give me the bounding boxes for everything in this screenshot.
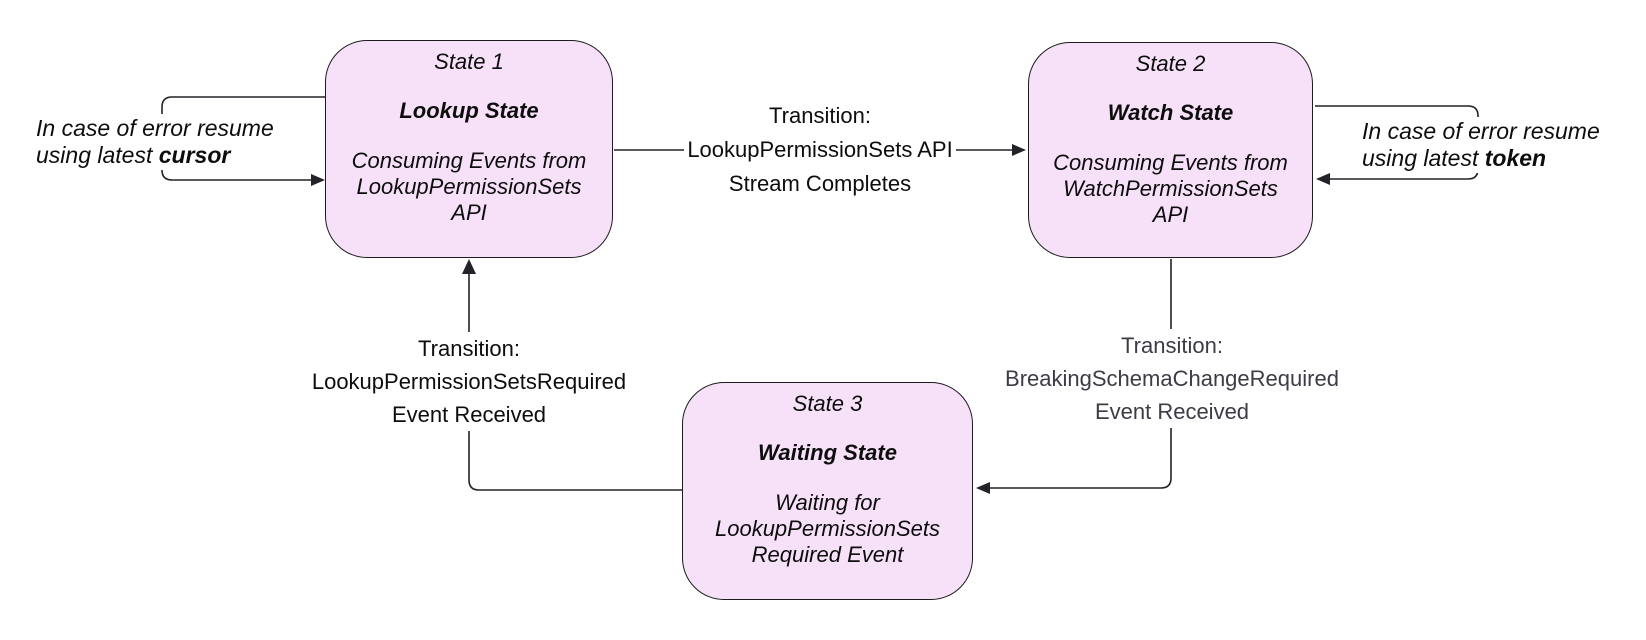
state-node-waiting: State 3 Waiting State Waiting for Lookup… <box>682 382 973 600</box>
state-description: Waiting for LookupPermissionSets Require… <box>683 490 972 568</box>
transition-label-stream-completes: Transition: LookupPermissionSets API Str… <box>620 99 1020 201</box>
transition-title: Transition: <box>418 336 520 361</box>
state-node-watch: State 2 Watch State Consuming Events fro… <box>1028 42 1313 258</box>
state-label: State 3 <box>792 391 863 416</box>
annotation-line1: In case of error resume <box>1362 118 1600 144</box>
arrowhead-right-icon <box>311 174 325 186</box>
transition-detail: Event Received <box>391 402 547 427</box>
state-label: State 2 <box>1135 51 1206 76</box>
error-annotation-token: In case of error resume using latest tok… <box>1356 117 1606 173</box>
transition-label-lookup-required: Transition: LookupPermissionSetsRequired… <box>269 332 669 431</box>
arrowhead-up-icon <box>462 259 476 274</box>
annotation-line1: In case of error resume <box>36 115 274 141</box>
annotation-line2: using latest <box>1362 145 1485 171</box>
state-description-line: API <box>1152 202 1189 227</box>
state-description-line: Waiting for <box>775 490 880 515</box>
state-description-line: WatchPermissionSets <box>1063 176 1278 201</box>
transition-event: BreakingSchemaChangeRequired <box>1005 366 1339 391</box>
state-name: Lookup State <box>399 98 539 123</box>
transition-detail: Stream Completes <box>728 171 912 196</box>
annotation-keyword: cursor <box>158 142 231 168</box>
transition-event: LookupPermissionSetsRequired <box>311 369 627 394</box>
state-name: Waiting State <box>758 440 897 465</box>
transition-label-breaking-schema-change: Transition: BreakingSchemaChangeRequired… <box>992 329 1352 428</box>
state-description: Consuming Events from WatchPermissionSet… <box>1029 150 1312 228</box>
transition-detail: Event Received <box>1094 399 1250 424</box>
state-node-lookup: State 1 Lookup State Consuming Events fr… <box>325 40 613 258</box>
transition-event: LookupPermissionSets API <box>684 137 956 162</box>
error-annotation-cursor: In case of error resume using latest cur… <box>30 114 280 170</box>
state-description: Consuming Events from LookupPermissionSe… <box>326 148 612 226</box>
state-description-line: Required Event <box>751 542 904 567</box>
state-description-line: LookupPermissionSets <box>714 516 940 541</box>
state-description-line: API <box>451 200 487 225</box>
state-description-line: Consuming Events from <box>1053 150 1288 175</box>
transition-title: Transition: <box>769 103 871 128</box>
state-description-line: Consuming Events from <box>351 148 587 173</box>
arrowhead-left-icon <box>1316 173 1330 185</box>
annotation-keyword: token <box>1484 145 1547 171</box>
annotation-line2: using latest <box>36 142 159 168</box>
state-label: State 1 <box>434 49 504 74</box>
state-description-line: LookupPermissionSets <box>356 174 582 199</box>
state-name: Watch State <box>1107 100 1234 125</box>
arrowhead-left-icon <box>976 482 990 494</box>
transition-title: Transition: <box>1121 333 1223 358</box>
